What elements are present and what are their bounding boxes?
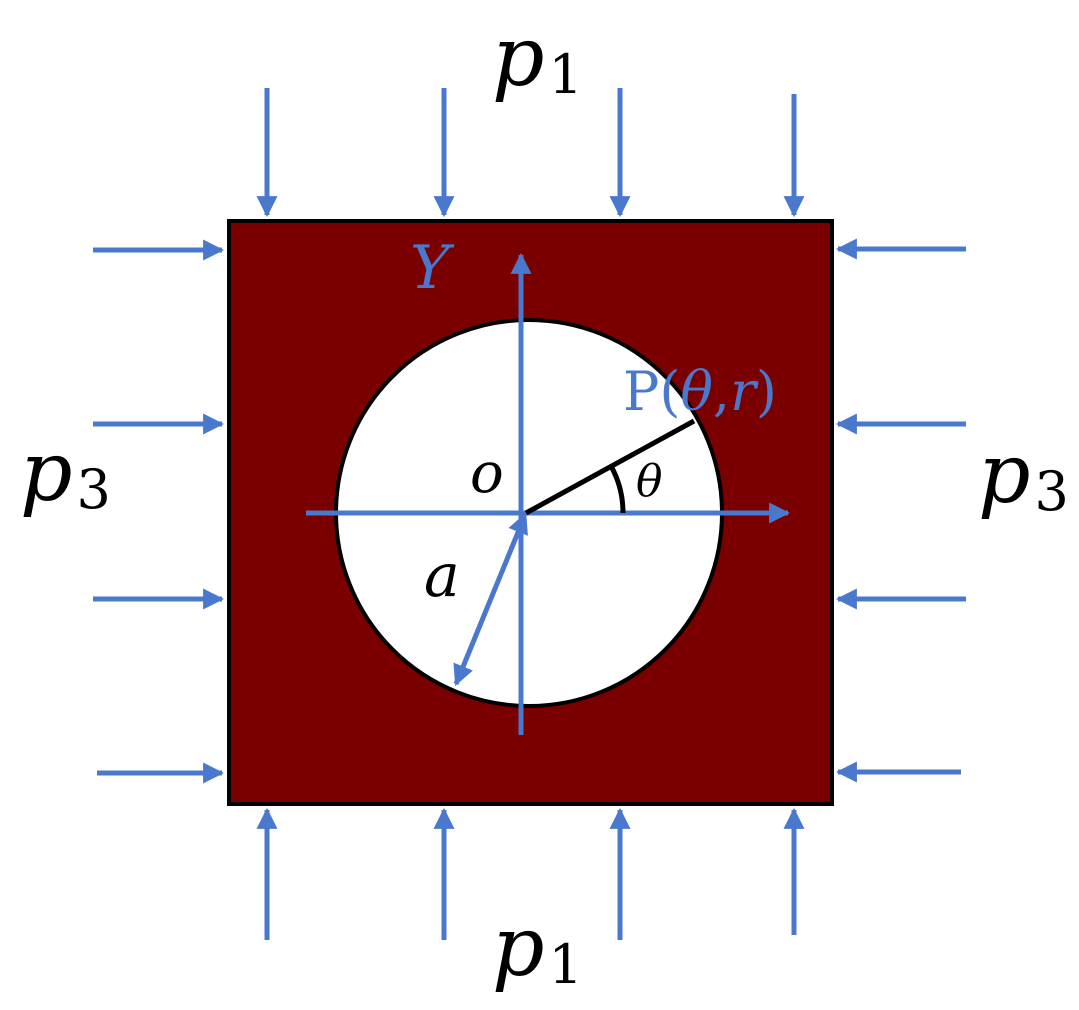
load-label-p3-right: p3 (978, 427, 1069, 523)
load-label-p1-top: p1 (492, 10, 583, 106)
bottom-load-arrows (256, 807, 805, 940)
y-axis-label: Y (410, 233, 455, 303)
load-label-p3-left: p3 (20, 425, 111, 521)
theta-angle-arc (608, 464, 626, 514)
radius-dimension-arrow (453, 512, 528, 686)
top-load-arrows (256, 88, 805, 218)
origin-label: o (470, 441, 504, 506)
load-label-p1-bottom: p1 (492, 900, 583, 996)
left-load-arrows (93, 239, 225, 784)
point-label: P(θ,r) (623, 360, 777, 423)
theta-label: θ (636, 456, 663, 507)
right-load-arrows (835, 238, 966, 783)
radius-label: a (424, 541, 460, 611)
